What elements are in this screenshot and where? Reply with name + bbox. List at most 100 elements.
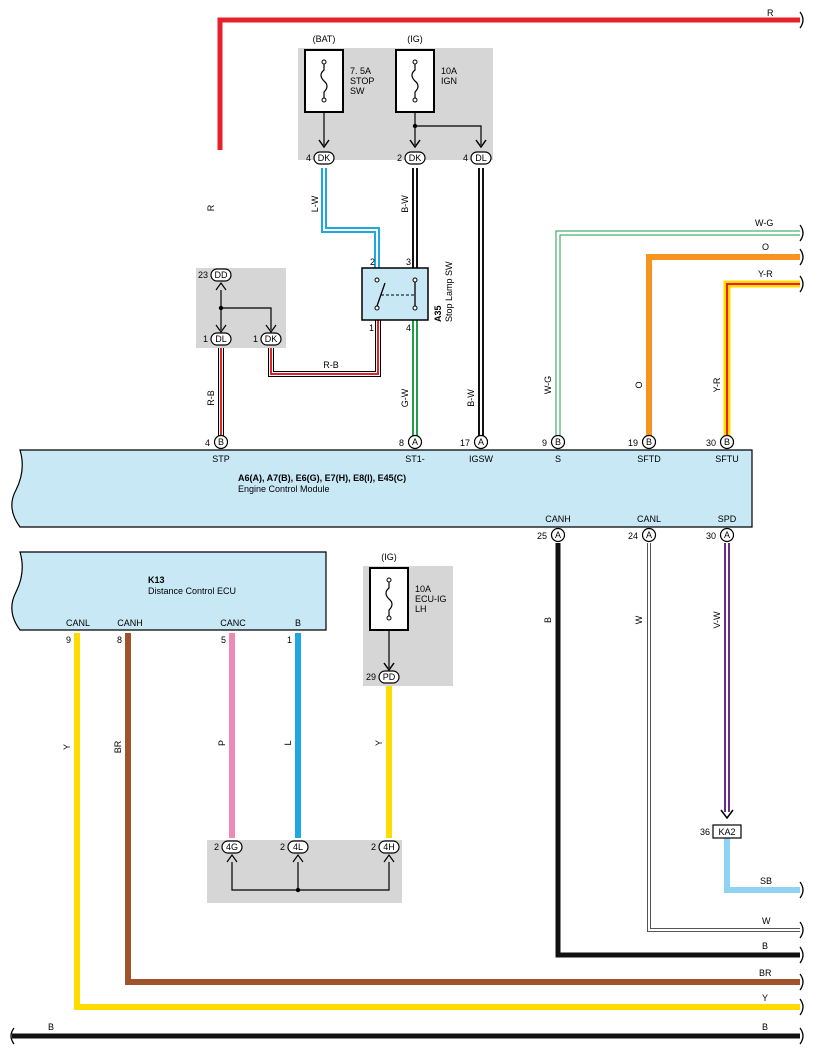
connector-dd-name: DD bbox=[215, 270, 228, 280]
connector-dl-ig-pin: 4 bbox=[463, 153, 468, 163]
connector-dk-ig-name: DK bbox=[409, 153, 422, 163]
ecm-connectors: A6(A), A7(B), E6(G), E7(H), E8(I), E45(C… bbox=[238, 473, 406, 483]
sls-pin-1: 1 bbox=[369, 323, 374, 333]
terminal-ecm-s-conn: B bbox=[555, 437, 561, 447]
wl-bw-top: B-W bbox=[400, 195, 410, 213]
fuse-ig1-source: (IG) bbox=[407, 34, 423, 44]
fuse-bat-source: (BAT) bbox=[313, 34, 336, 44]
dcecu-term-b-pin: 1 bbox=[287, 635, 292, 645]
connector-ka2-pin: 36 bbox=[700, 827, 710, 837]
ecm-term-canh-pin: 25 bbox=[537, 531, 547, 541]
wl-y-pd: Y bbox=[374, 740, 384, 746]
wl-r-vert: R bbox=[206, 204, 216, 211]
wl-b-bottom-right: B bbox=[762, 1022, 768, 1032]
wl-lw: L-W bbox=[310, 195, 320, 212]
connector-4l-pin: 2 bbox=[280, 842, 285, 852]
connector-dk-ig: DK2 bbox=[397, 151, 426, 165]
connector-4h-pin: 2 bbox=[371, 842, 376, 852]
wl-wg-vert: W-G bbox=[543, 376, 553, 394]
connector-dl-ig: DL4 bbox=[463, 151, 492, 165]
ecm-term-canh-label: CANH bbox=[545, 514, 571, 524]
connector-pd-name: PD bbox=[383, 672, 396, 682]
wl-bw-ig: B-W bbox=[466, 389, 476, 407]
connector-dk-left-pin: 1 bbox=[253, 334, 258, 344]
wl-p-canc: P bbox=[217, 740, 227, 746]
junction-left-dot bbox=[218, 305, 224, 311]
wl-wg-right: W-G bbox=[755, 218, 773, 228]
wl-o-right: O bbox=[762, 242, 769, 252]
terminal-ecm-sftu-conn: B bbox=[724, 437, 730, 447]
wire-color-labels: R R R-B R-B L-W B-W G-W B-W W-G W-G O O … bbox=[48, 8, 774, 1032]
sls-id: A35 bbox=[433, 305, 443, 322]
wl-yr-right: Y-R bbox=[758, 269, 773, 279]
dcecu-terminals: CANL 9 CANH 8 CANC 5 B 1 bbox=[66, 618, 301, 645]
wl-b-right: B bbox=[762, 941, 768, 951]
wire-sb bbox=[724, 838, 800, 893]
fuse-ecu-ig bbox=[369, 567, 409, 672]
wl-rb-horiz: R-B bbox=[323, 360, 339, 370]
terminal-ecm-spd-marker bbox=[719, 527, 735, 543]
sls-pin-3: 3 bbox=[406, 257, 411, 267]
connector-4h: 4H2 bbox=[371, 840, 400, 854]
sls-pin-2: 2 bbox=[370, 257, 375, 267]
sls-pin-4: 4 bbox=[406, 323, 411, 333]
ecm-term-igsw-pin: 17 bbox=[460, 438, 470, 448]
wl-yr-vert: Y-R bbox=[712, 377, 722, 392]
terminal-ecm-stp-conn: B bbox=[218, 437, 224, 447]
connector-dl-left-name: DL bbox=[215, 334, 227, 344]
wire-r bbox=[217, 17, 800, 150]
dcecu-term-canc-label: CANC bbox=[220, 618, 246, 628]
ecm-term-canl-pin: 24 bbox=[628, 531, 638, 541]
wire-o bbox=[646, 254, 800, 437]
terminal-ecm-st1-marker bbox=[407, 434, 423, 450]
fuse-bat-name2: SW bbox=[350, 86, 365, 96]
ecm-term-sftu-pin: 30 bbox=[706, 438, 716, 448]
wl-w-canl: W bbox=[634, 615, 644, 624]
wl-y-right: Y bbox=[762, 993, 768, 1003]
ecm-term-igsw-label: IGSW bbox=[469, 454, 494, 464]
ecm-term-sftd-label: SFTD bbox=[637, 454, 661, 464]
wl-rb-left: R-B bbox=[206, 390, 216, 406]
ecm-top-terminals: 4 STP 8 ST1- 17 IGSW 9 S 19 SFTD 30 SFTU bbox=[205, 438, 739, 464]
dcecu-term-canh-label: CANH bbox=[117, 618, 143, 628]
fuse-ig2-name2: LH bbox=[415, 604, 427, 614]
ecm-term-canl-label: CANL bbox=[637, 514, 661, 524]
ecm-term-spd-pin: 30 bbox=[706, 531, 716, 541]
sls-name: Stop Lamp SW bbox=[444, 261, 454, 322]
wire-b-canh bbox=[555, 543, 800, 958]
wl-br-right: BR bbox=[759, 968, 772, 978]
distance-control-ecu-box bbox=[11, 551, 327, 631]
wire-wg bbox=[555, 230, 800, 437]
wire-lw bbox=[321, 168, 380, 270]
wl-sb: SB bbox=[760, 876, 772, 886]
wl-y-canl: Y bbox=[62, 744, 72, 750]
terminal-ecm-canh-marker bbox=[550, 527, 566, 543]
wire-rb-horizontal bbox=[268, 320, 381, 377]
ecm-bottom-terminals: CANH 25 CANL 24 SPD 30 bbox=[537, 514, 737, 541]
ecm-term-s-label: S bbox=[555, 454, 561, 464]
ecm-term-st1-label: ST1- bbox=[405, 454, 425, 464]
connector-ka2-name: KA2 bbox=[718, 827, 735, 837]
wire-y bbox=[74, 633, 800, 1010]
connector-pd: PD 29 bbox=[366, 670, 400, 684]
fuse-bat-rating: 7. 5A bbox=[350, 66, 371, 76]
connector-ka2: KA2 36 bbox=[700, 824, 742, 839]
connector-dk-bat-pin: 4 bbox=[306, 153, 311, 163]
terminal-ecm-sftd-marker bbox=[641, 434, 657, 450]
terminal-ecm-spd-conn: A bbox=[724, 530, 730, 540]
stop-lamp-switch bbox=[361, 267, 429, 321]
dcecu-term-b-label: B bbox=[295, 618, 301, 628]
dcecu-name: Distance Control ECU bbox=[148, 586, 236, 596]
connector-pd-pin: 29 bbox=[366, 672, 376, 682]
connector-dl-left: DL 1 bbox=[203, 332, 232, 346]
wl-o-vert: O bbox=[634, 381, 644, 388]
wire-break-marks bbox=[10, 11, 804, 1045]
fuse-bat-name1: STOP bbox=[350, 76, 374, 86]
terminal-ecm-canl-marker bbox=[641, 527, 657, 543]
dcecu-term-canl-label: CANL bbox=[66, 618, 90, 628]
connector-dl-left-pin: 1 bbox=[203, 334, 208, 344]
connector-dk-bat: DK4 bbox=[306, 151, 335, 165]
junction-bottom-internals bbox=[226, 853, 395, 891]
